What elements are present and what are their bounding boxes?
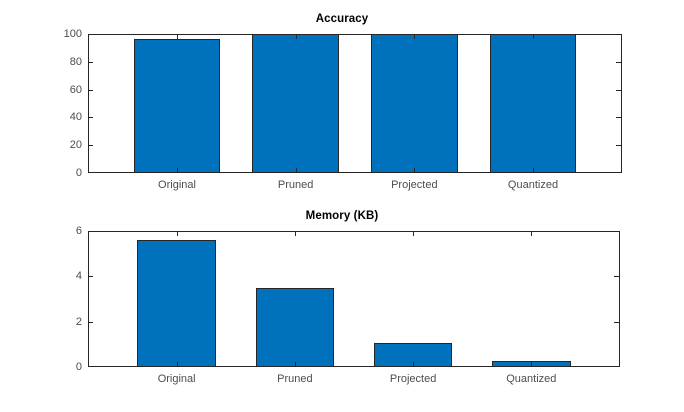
bar (133, 38, 221, 173)
y-axis-tick-mark (616, 61, 621, 63)
y-axis-tick-mark (88, 145, 93, 147)
x-axis-tick-mark (177, 34, 178, 39)
y-axis-tick-label: 40 (69, 111, 82, 124)
y-axis-tick-mark (88, 321, 93, 323)
memory-chart-title: Memory (KB) (305, 210, 379, 222)
x-axis-tick-mark (294, 231, 296, 236)
x-axis-tick-mark (295, 34, 297, 39)
x-axis-tick-mark (413, 362, 415, 367)
y-axis-tick-mark (616, 117, 621, 119)
y-axis-tick-mark (88, 61, 93, 63)
x-axis-tick-mark (533, 168, 534, 173)
x-axis-category-label: Pruned (277, 373, 313, 385)
x-axis-category-label: Original (158, 179, 196, 191)
x-axis-tick-mark (176, 362, 178, 367)
x-axis-category-label: Projected (389, 373, 437, 385)
y-axis-tick-label: 80 (69, 55, 82, 68)
x-axis-tick-mark (531, 231, 533, 236)
y-axis-tick-label: 0 (75, 361, 82, 373)
bar (252, 34, 339, 173)
y-axis-tick-label: 2 (75, 315, 82, 328)
y-axis-tick-mark (88, 117, 93, 119)
x-axis-category-label: Pruned (277, 179, 314, 191)
x-axis-tick-mark (176, 231, 178, 236)
x-axis-tick-mark (414, 34, 416, 39)
x-axis-tick-mark (295, 168, 297, 173)
x-axis-tick-mark (413, 231, 415, 236)
x-axis-category-label: Quantized (506, 373, 557, 385)
y-axis-tick-label: 4 (75, 270, 82, 283)
y-axis-tick-mark (88, 89, 93, 91)
x-axis-category-label: Projected (391, 179, 438, 191)
x-axis-tick-mark (533, 34, 534, 39)
bar (137, 240, 217, 367)
y-axis-tick-label: 0 (75, 167, 82, 179)
x-axis-tick-mark (531, 362, 533, 367)
y-axis-tick-mark (616, 145, 621, 147)
y-axis-tick-mark (614, 276, 619, 278)
y-axis-tick-label: 6 (75, 225, 82, 237)
x-axis-tick-mark (177, 168, 178, 173)
bar (371, 34, 458, 173)
bar (489, 34, 577, 173)
bar (491, 361, 571, 367)
y-axis-tick-mark (88, 276, 93, 278)
x-axis-tick-mark (414, 168, 416, 173)
y-axis-tick-label: 60 (69, 83, 82, 96)
accuracy-chart-title: Accuracy (315, 13, 369, 25)
y-axis-tick-label: 100 (63, 28, 82, 40)
y-axis-tick-mark (616, 89, 621, 91)
x-axis-category-label: Original (157, 373, 196, 385)
bar (373, 343, 453, 367)
x-axis-tick-mark (294, 362, 296, 367)
y-axis-tick-label: 20 (69, 139, 82, 152)
bar (255, 287, 335, 367)
x-axis-category-label: Quantized (507, 179, 559, 191)
y-axis-tick-mark (614, 321, 619, 323)
